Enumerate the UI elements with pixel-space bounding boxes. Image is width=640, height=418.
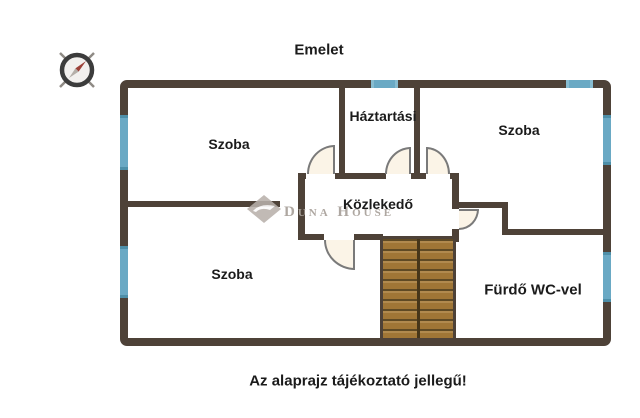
wall-hallway-left xyxy=(298,173,305,240)
staircase xyxy=(380,236,456,338)
watermark-brand-text: Duna House xyxy=(284,203,395,220)
room-label-bottom: Szoba xyxy=(211,266,253,282)
staircase-divider xyxy=(417,239,420,338)
room-label-bathroom: Fürdő WC-vel xyxy=(484,281,582,299)
wall-utility-right xyxy=(414,88,420,173)
watermark: Duna House xyxy=(246,194,394,224)
wall-bathroom-top-right xyxy=(502,229,603,235)
room-label-utility: Háztartási xyxy=(349,108,417,124)
wall-hallway-top-seg2 xyxy=(335,173,386,179)
wall-bathroom-step xyxy=(502,202,508,235)
room-label-top-left: Szoba xyxy=(208,136,250,152)
compass-rose-icon xyxy=(49,42,105,103)
window-right-lower xyxy=(603,252,611,302)
window-left-lower xyxy=(120,246,128,298)
outer-wall xyxy=(120,80,611,346)
wall-hallway-top-seg3 xyxy=(411,173,426,179)
watermark-diamond-icon xyxy=(247,195,281,223)
window-top-utility xyxy=(371,80,398,88)
room-label-top-right: Szoba xyxy=(498,122,540,138)
page-title: Emelet xyxy=(294,41,344,59)
room-label-hallway: Közlekedő xyxy=(342,196,414,212)
window-right-upper xyxy=(603,115,611,165)
window-top-right-room xyxy=(566,80,593,88)
wall-utility-left xyxy=(339,88,345,173)
disclaimer-caption: Az alaprajz tájékoztató jellegű! xyxy=(249,372,467,390)
wall-hallway-bottom-seg2 xyxy=(354,234,383,240)
wall-bathroom-left-upper xyxy=(452,173,459,209)
wall-between-rooms xyxy=(120,201,280,207)
window-left-upper xyxy=(120,115,128,170)
wall-bathroom-top-left xyxy=(452,202,508,208)
wall-bathroom-left-lower xyxy=(452,229,459,242)
wall-hallway-bottom-seg1 xyxy=(298,234,324,240)
